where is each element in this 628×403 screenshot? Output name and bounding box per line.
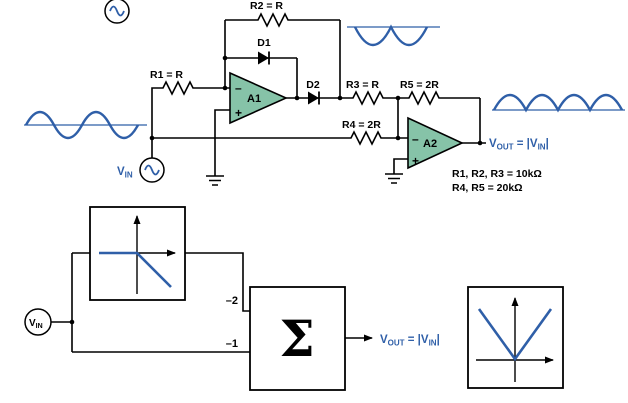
resistor-r1	[157, 81, 199, 95]
sigma-symbol: Σ	[279, 309, 314, 368]
block-wires	[51, 252, 250, 353]
a1-minus-input: –	[235, 81, 242, 95]
resistor-r3	[347, 91, 389, 105]
r3-label: R3 = R	[346, 79, 379, 91]
ac-source-top-left	[104, 0, 130, 24]
vout-label: VOUT = |VIN|	[489, 138, 549, 152]
r4-label: R4 = 2R	[342, 119, 381, 131]
r5-label: R5 = 2R	[400, 79, 439, 91]
block-diagram: VIN –2 –1 Σ VOUT = |VIN|	[24, 206, 564, 391]
ground-symbol-a2	[384, 173, 404, 184]
values-note-line2: R4, R5 = 20kΩ	[452, 182, 523, 194]
d2-label: D2	[306, 79, 320, 91]
vin-ac-source	[139, 157, 165, 183]
opamp-a2	[407, 116, 464, 170]
input-sine-waveform	[24, 110, 147, 140]
diode-d2	[307, 90, 320, 106]
gain-minus2-label: –2	[226, 295, 238, 307]
output-fullwave-waveform	[492, 93, 625, 113]
r1-label: R1 = R	[150, 69, 183, 81]
resistor-r5	[403, 91, 445, 105]
vin-block-source: VIN	[24, 308, 52, 336]
d1-label: D1	[257, 37, 271, 49]
vout-block-label: VOUT = |VIN|	[380, 334, 440, 348]
a1-label: A1	[247, 93, 261, 105]
r2-label: R2 = R	[250, 0, 283, 12]
absolute-value-curve	[477, 308, 553, 362]
gain-minus1-label: –1	[226, 338, 238, 350]
a1-plus-input: +	[235, 106, 242, 120]
halfwave-curve	[99, 251, 172, 288]
halfwave-transfer-box	[89, 206, 186, 301]
absolute-value-transfer-box	[467, 286, 564, 389]
branch-junction-dot	[69, 319, 75, 325]
resistor-r2	[252, 13, 294, 27]
sum-block: Σ	[249, 286, 346, 391]
vin-block-label: VIN	[29, 318, 43, 330]
junction-dots	[149, 55, 483, 146]
a2-label: A2	[423, 138, 437, 150]
opamp-a1	[229, 71, 288, 125]
values-note-line1: R1, R2, R3 = 10kΩ	[452, 168, 542, 180]
a2-plus-input: +	[412, 154, 419, 168]
a2-minus-input: –	[412, 132, 419, 146]
ground-symbol-a1	[205, 175, 225, 186]
vin-label: VIN	[117, 166, 133, 180]
halfwave-top-waveform	[347, 24, 440, 46]
diode-d1	[257, 50, 270, 66]
rectifier-circuit: R2 = R R1 = R D1 D2 R3 = R R5 = 2R R4 = …	[24, 0, 625, 194]
resistor-r4	[345, 131, 387, 145]
